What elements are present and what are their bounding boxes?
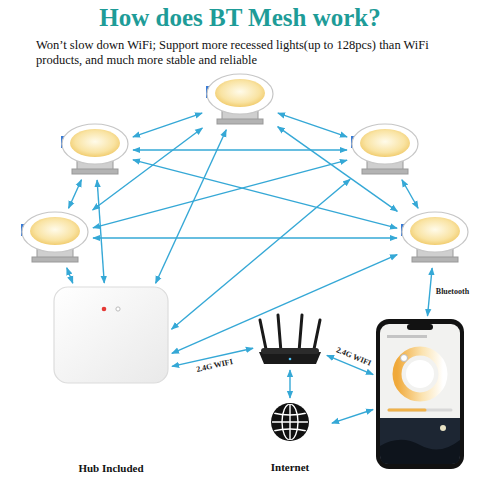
night-hills: [380, 440, 460, 464]
internet-globe: Internet: [250, 400, 330, 474]
mesh-connector: [332, 410, 373, 424]
mesh-connector: [133, 160, 397, 228]
subtitle-note: Won’t slow down WiFi; Support more reces…: [36, 38, 454, 68]
mesh-connector: [172, 348, 253, 366]
edge-label: 2.4G WIFI: [194, 357, 234, 375]
recessed-light: [59, 122, 131, 178]
moon: [440, 425, 446, 431]
mesh-connector: [172, 179, 351, 329]
light-trim: [62, 124, 128, 164]
recessed-light: [349, 122, 421, 178]
router-top: [261, 348, 319, 354]
light-lens: [70, 129, 120, 157]
hub-device-shape: [52, 285, 170, 385]
wifi-router-shape: [255, 312, 325, 368]
recessed-light-shape: [204, 72, 276, 128]
mount-tab: [412, 257, 458, 262]
router-antenna: [299, 315, 302, 352]
light-lens: [215, 79, 265, 107]
mount-tab: [32, 257, 78, 262]
node-label: Internet: [271, 460, 310, 474]
phone-body: [376, 319, 464, 469]
recessed-light-shape: [19, 210, 91, 266]
recessed-light-shape: [399, 210, 471, 266]
hub-device: Hub Included: [52, 285, 170, 475]
recessed-light-shape: [59, 122, 131, 178]
router-led: [289, 358, 292, 361]
light-lens: [360, 129, 410, 157]
wifi-router: [255, 312, 325, 368]
mesh-connector: [97, 180, 104, 283]
globe-line: [289, 403, 290, 441]
status-led: [102, 307, 107, 312]
light-trim: [22, 212, 88, 252]
globe-line: [273, 413, 307, 431]
globe-grid: [271, 403, 309, 441]
night-scene: [380, 418, 460, 464]
phone-screen: [380, 324, 460, 464]
mesh-connector: [327, 355, 373, 374]
phone-notch: [407, 324, 433, 330]
recessed-light: [204, 72, 276, 128]
mesh-connector: [289, 370, 290, 398]
dial-center: [406, 360, 434, 388]
diagram-title: How does BT Mesh work?: [0, 3, 480, 33]
edge-label: 2.4G WIFI: [334, 344, 374, 368]
recessed-light: [399, 210, 471, 266]
recessed-light: [19, 210, 91, 266]
edge-label: Bluetooth: [435, 287, 470, 297]
hub-body: [54, 287, 168, 383]
mount-tab: [362, 169, 408, 174]
mesh-connector: [402, 180, 418, 209]
status-led: [116, 307, 120, 311]
internet-globe-shape: [270, 402, 310, 442]
mesh-connector: [93, 237, 397, 238]
router-antenna: [278, 315, 281, 352]
brightness-level: [389, 409, 425, 412]
light-lens: [410, 217, 460, 245]
mount-tab: [217, 119, 263, 124]
mesh-connector: [427, 268, 432, 316]
app-header-bar: [387, 335, 427, 338]
mesh-connector: [67, 268, 73, 283]
light-trim: [402, 212, 468, 252]
color-dial: [397, 351, 443, 397]
mesh-connector: [93, 160, 347, 228]
globe-line: [282, 404, 298, 440]
mesh-connector: [156, 130, 227, 283]
globe-body: [271, 403, 309, 441]
light-trim: [352, 124, 418, 164]
smartphone-shape: [375, 318, 465, 470]
recessed-light-shape: [349, 122, 421, 178]
dial-knob: [401, 355, 408, 362]
node-label: Hub Included: [78, 461, 143, 475]
mesh-connector: [69, 180, 82, 208]
mesh-connector: [133, 149, 347, 150]
mesh-connector: [133, 113, 202, 137]
light-lens: [30, 217, 80, 245]
mesh-connector: [172, 255, 397, 354]
smartphone: [375, 318, 465, 470]
brightness-slider: [389, 409, 451, 412]
mount-tab: [72, 169, 118, 174]
light-trim: [207, 74, 273, 114]
